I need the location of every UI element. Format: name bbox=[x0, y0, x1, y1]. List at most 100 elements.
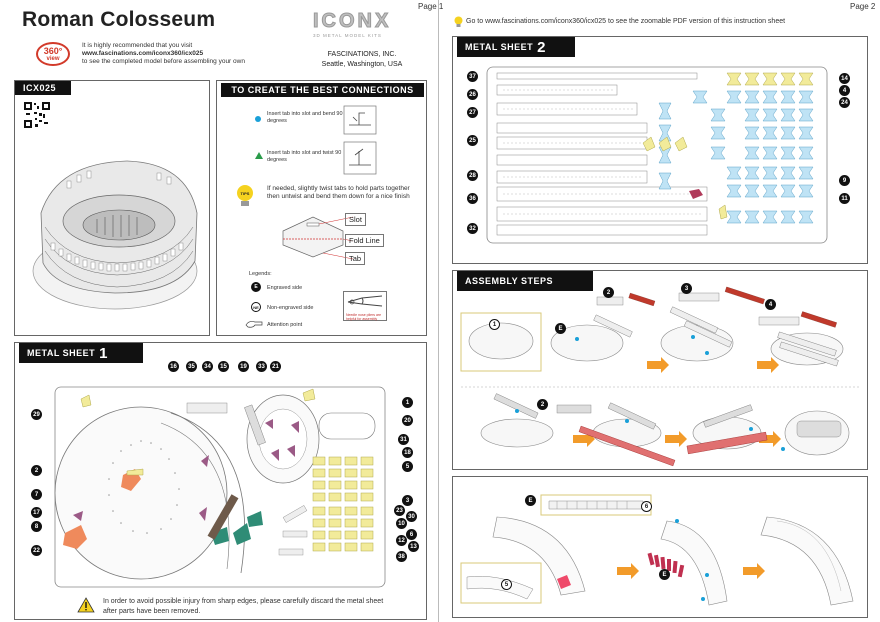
assembly-steps-panel: ASSEMBLY STEPS bbox=[452, 270, 868, 470]
tips-bulb-icon: TIPS bbox=[237, 185, 253, 207]
safety-warning: In order to avoid possible injury from s… bbox=[103, 598, 384, 615]
brand-logo: ICONX 3D METAL MODEL KITS bbox=[313, 10, 403, 39]
part-label-7: 7 bbox=[31, 489, 42, 500]
part-label-10: 10 bbox=[396, 518, 407, 529]
attention-hand-icon bbox=[245, 321, 263, 328]
engraved-e-badge-bottom: E bbox=[659, 569, 670, 580]
part-label-8: 8 bbox=[31, 521, 42, 532]
step-2b-badge: 2 bbox=[537, 399, 548, 410]
page-title: Roman Colosseum bbox=[22, 8, 216, 31]
part-label-3: 3 bbox=[402, 495, 413, 506]
slot-fold-tab-diagram bbox=[282, 216, 353, 260]
page-divider bbox=[438, 0, 439, 622]
part-label-25: 25 bbox=[467, 135, 478, 146]
part-label-14: 14 bbox=[839, 73, 850, 84]
company-info: FASCINATIONS, INC. Seattle, Washington, … bbox=[321, 51, 403, 68]
part-label-20: 20 bbox=[402, 415, 413, 426]
connections-header: TO CREATE THE BEST CONNECTIONS bbox=[221, 83, 424, 97]
part-label-28: 28 bbox=[467, 170, 478, 181]
tab-twist-diagram-icon bbox=[343, 141, 377, 175]
attention-legend: Attention point bbox=[267, 322, 303, 328]
non-engraved-badge-icon: NE bbox=[251, 302, 261, 312]
part-label-23: 23 bbox=[394, 505, 405, 516]
brand-subtitle: 3D METAL MODEL KITS bbox=[313, 33, 382, 38]
part-label-37: 37 bbox=[467, 71, 478, 82]
slot-label: Slot bbox=[345, 213, 366, 226]
view360-icon: 360° view bbox=[36, 42, 70, 66]
metal-sheet-2-diagram bbox=[486, 66, 828, 244]
qr-code-icon[interactable] bbox=[23, 101, 51, 129]
pdf-link-text[interactable]: Go to www.fascinations.com/iconx360/icx0… bbox=[466, 18, 786, 25]
part-label-29: 29 bbox=[31, 409, 42, 420]
tab-bend-diagram-icon bbox=[343, 105, 377, 135]
engraved-e-badge: E bbox=[555, 323, 566, 334]
step-5-badge: 5 bbox=[501, 579, 512, 590]
part-label-2: 2 bbox=[31, 465, 42, 476]
part-label-36: 36 bbox=[467, 193, 478, 204]
connections-panel: TO CREATE THE BEST CONNECTIONS Insert ta… bbox=[216, 80, 427, 336]
part-label-27: 27 bbox=[467, 107, 478, 118]
part-label-1: 1 bbox=[402, 397, 413, 408]
part-label-15: 15 bbox=[218, 361, 229, 372]
part-label-11: 11 bbox=[839, 193, 850, 204]
model-code: ICX025 bbox=[15, 81, 71, 95]
part-label-19: 19 bbox=[238, 361, 249, 372]
brand-name: ICONX bbox=[313, 10, 392, 33]
part-label-5: 5 bbox=[402, 461, 413, 472]
tips-text: If needed, slightly twist tabs to hold p… bbox=[267, 185, 410, 200]
engraved-badge-icon: E bbox=[251, 282, 261, 292]
warning-icon bbox=[77, 597, 95, 613]
part-label-30: 30 bbox=[406, 511, 417, 522]
part-label-13: 13 bbox=[408, 541, 419, 552]
engraved-e-badge-top: E bbox=[525, 495, 536, 506]
colosseum-model-illustration bbox=[32, 160, 198, 310]
part-label-18: 18 bbox=[402, 447, 413, 458]
model-preview-panel: ICX025 bbox=[14, 80, 210, 336]
part-label-4: 4 bbox=[839, 85, 850, 96]
engraved-legend: Engraved side bbox=[267, 285, 303, 291]
part-label-22: 22 bbox=[31, 545, 42, 556]
step-4-badge: 4 bbox=[765, 299, 776, 310]
lightbulb-icon bbox=[454, 16, 463, 27]
blue-dot-icon bbox=[255, 116, 261, 122]
step-2-badge: 2 bbox=[603, 287, 614, 298]
part-label-33: 33 bbox=[256, 361, 267, 372]
fold-line-label: Fold Line bbox=[345, 234, 384, 247]
green-triangle-icon bbox=[255, 152, 263, 159]
part-label-17: 17 bbox=[31, 507, 42, 518]
intro-text: It is highly recommended that you visit … bbox=[82, 42, 245, 65]
part-label-16: 16 bbox=[168, 361, 179, 372]
assembly-steps-lower-panel: E 6 5 E bbox=[452, 476, 868, 618]
part-label-26: 26 bbox=[467, 89, 478, 100]
part-label-34: 34 bbox=[202, 361, 213, 372]
part-label-31: 31 bbox=[398, 434, 409, 445]
step-3-badge: 3 bbox=[681, 283, 692, 294]
part-label-24: 24 bbox=[839, 97, 850, 108]
non-engraved-legend: Non-engraved side bbox=[267, 305, 314, 311]
page-number-1: Page 1 bbox=[418, 2, 444, 11]
tab-label: Tab bbox=[345, 252, 366, 265]
part-label-12: 12 bbox=[396, 535, 407, 546]
part-label-32: 32 bbox=[467, 223, 478, 234]
legends-title: Legends: bbox=[249, 271, 272, 277]
assembly-steps-diagram bbox=[460, 286, 861, 467]
bend-instruction: Insert tab into slot and bend 90 degrees bbox=[267, 111, 343, 124]
part-label-35: 35 bbox=[186, 361, 197, 372]
step-1-badge: 1 bbox=[489, 319, 500, 330]
step-6-badge: 6 bbox=[641, 501, 652, 512]
pliers-note: Needle nose pliers are helpful for assem… bbox=[343, 291, 387, 321]
part-label-9: 9 bbox=[839, 175, 850, 186]
page-number-2: Page 2 bbox=[850, 2, 876, 11]
part-label-38: 38 bbox=[396, 551, 407, 562]
assembly-steps-header: ASSEMBLY STEPS bbox=[457, 271, 593, 291]
metal-sheet-1-diagram bbox=[54, 386, 386, 588]
wall-assembly-diagram bbox=[460, 494, 854, 606]
part-label-6: 6 bbox=[406, 529, 417, 540]
pliers-icon bbox=[347, 295, 383, 307]
part-label-21: 21 bbox=[270, 361, 281, 372]
twist-instruction: Insert tab into slot and twist 90 degree… bbox=[267, 150, 342, 163]
